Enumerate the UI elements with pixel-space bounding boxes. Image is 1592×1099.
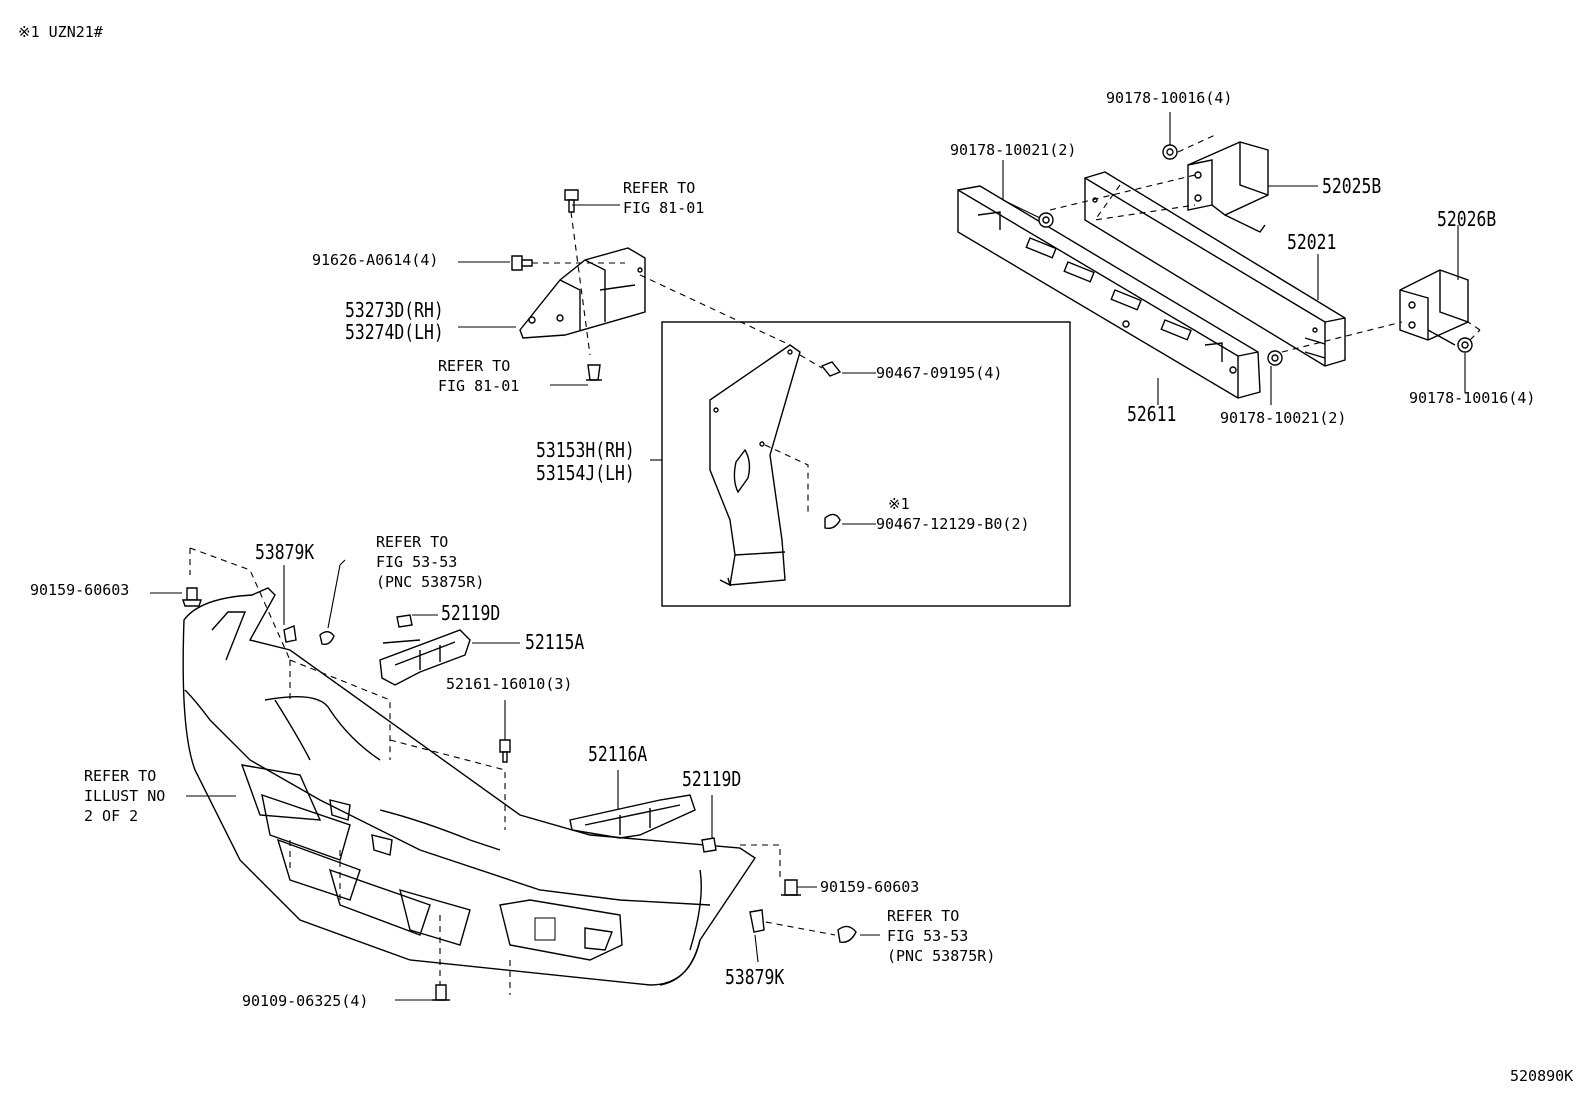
- label-52116A: 52116A: [588, 742, 648, 766]
- note-mark: ※1: [888, 495, 910, 513]
- label-52161-16010: 52161-16010(3): [446, 675, 573, 693]
- label-53154J-LH: 53154J(LH): [536, 461, 635, 485]
- grille-openings: [240, 764, 471, 946]
- nut-icons: [1038, 144, 1473, 366]
- support-leaders: [458, 204, 620, 386]
- bumper-cover: [182, 587, 756, 986]
- label-90178-10021-bottom: 90178-10021(2): [1220, 409, 1347, 427]
- label-52021: 52021: [1287, 230, 1337, 254]
- fog-lamp-opening: [499, 899, 623, 961]
- bumper-absorber-52611: [957, 185, 1261, 399]
- label-91626-A0614: 91626-A0614(4): [312, 251, 439, 269]
- header-note: ※1 UZN21#: [18, 23, 103, 41]
- refer-fig-53-53-bottom: REFER TO FIG 53-53 (PNC 53875R): [887, 907, 996, 965]
- footer-code: 520890K: [1510, 1067, 1574, 1085]
- bolt-icons-upper: [511, 189, 602, 381]
- label-90467-12129-B0: 90467-12129-B0(2): [876, 515, 1030, 533]
- refer-fig-81-01-bottom: REFER TO FIG 81-01: [438, 357, 520, 395]
- label-90178-10021-top: 90178-10021(2): [950, 141, 1077, 159]
- refer-fig-53-53-top: REFER TO FIG 53-53 (PNC 53875R): [376, 533, 485, 591]
- label-90159-60603-left: 90159-60603: [30, 581, 130, 599]
- refer-fig-81-01-top: REFER TO FIG 81-01: [623, 179, 705, 217]
- fender-liner-53153H: [709, 344, 801, 587]
- label-53153H-RH: 53153H(RH): [536, 438, 635, 462]
- reinforcement-dashed-lines: [1049, 134, 1481, 353]
- label-90467-09195: 90467-09195(4): [876, 364, 1003, 382]
- support-dashed-lines: [532, 211, 791, 356]
- side-support-53273D: [519, 247, 646, 339]
- retainer-52116A: [569, 794, 696, 839]
- label-52119D-bottom: 52119D: [682, 767, 742, 791]
- label-52026B: 52026B: [1437, 207, 1497, 231]
- bumper-dashed-lines: [189, 547, 836, 995]
- bumper-fasteners: [182, 587, 857, 1001]
- retainer-52115A: [379, 629, 471, 686]
- label-90178-10016-top: 90178-10016(4): [1106, 89, 1233, 107]
- label-90109-06325: 90109-06325(4): [242, 992, 369, 1010]
- label-53274D-LH: 53274D(LH): [345, 320, 444, 344]
- bracket-52025B: [1187, 141, 1269, 233]
- label-53879K-bottom: 53879K: [725, 965, 785, 989]
- label-52119D-top: 52119D: [441, 601, 501, 625]
- box-dashed-lines: [764, 354, 823, 515]
- label-53879K-top: 53879K: [255, 540, 315, 564]
- label-90159-60603-right: 90159-60603: [820, 878, 920, 896]
- reinforcement-leaders: [1002, 112, 1466, 405]
- bracket-52026B: [1399, 269, 1469, 346]
- label-53273D-RH: 53273D(RH): [345, 298, 444, 322]
- box-leaders: [650, 372, 876, 525]
- detail-box: [661, 321, 1071, 607]
- label-52115A: 52115A: [525, 630, 585, 654]
- clip-icons-box: [820, 361, 842, 530]
- label-52611: 52611: [1127, 402, 1177, 426]
- label-90178-10016-bottom: 90178-10016(4): [1409, 389, 1536, 407]
- bumper-leaders: [150, 559, 880, 1001]
- label-52025B: 52025B: [1322, 174, 1382, 198]
- refer-illust-2-of-2: REFER TO ILLUST NO 2 OF 2: [84, 767, 166, 825]
- bumper-reinforcement-52021: [1084, 171, 1346, 367]
